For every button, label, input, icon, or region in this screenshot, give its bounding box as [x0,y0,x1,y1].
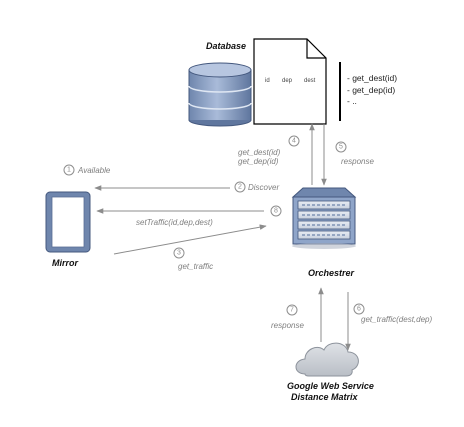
orchestrer-title: Orchestrer [308,268,355,278]
step-5-number: 5 [339,144,343,151]
mirror-title: Mirror [52,258,79,268]
step-2-label: Discover [248,183,279,192]
tablet-icon [45,191,91,253]
database-cylinder-icon [188,62,252,127]
step-4-number: 4 [292,138,296,145]
step-8-label: setTraffic(id,dep,dest) [136,218,213,227]
step-6-badge [353,303,365,315]
step-6-label: get_traffic(dest,dep) [361,315,432,324]
step-4-label-2: get_dep(id) [238,157,279,166]
database-title: Database [206,41,246,51]
step-8-number: 8 [274,208,278,215]
step-8-badge [270,205,282,217]
google-title-line1: Google Web Service [287,381,374,391]
step-5-label: response [341,157,374,166]
method-more: - .. [347,96,357,106]
step-7-label: response [271,321,304,330]
step-5-badge [335,141,347,153]
step-4-badge [288,135,300,147]
arrow-step-3 [113,224,267,255]
server-rack-icon [291,187,357,249]
step-1-number: 1 [67,167,71,174]
step-1-badge [63,164,75,176]
method-get-dest: - get_dest(id) [347,73,397,83]
step-2-number: 2 [238,184,242,191]
step-6-number: 6 [357,306,361,313]
step-4-label-1: get_dest(id) [238,148,281,157]
method-get-dep: - get_dep(id) [347,85,395,95]
step-1-label: Available [77,166,111,175]
google-title-line2: Distance Matrix [291,392,359,402]
step-2-badge [234,181,246,193]
step-3-badge [173,247,185,259]
document-icon [253,38,327,125]
column-dep: dep [282,78,293,84]
step-7-badge [286,304,298,316]
column-id: id [265,78,270,84]
column-dest: dest [304,78,316,84]
cloud-icon [295,342,359,377]
step-3-number: 3 [177,250,181,257]
step-3-label: get_traffic [178,262,213,271]
step-7-number: 7 [290,307,294,314]
